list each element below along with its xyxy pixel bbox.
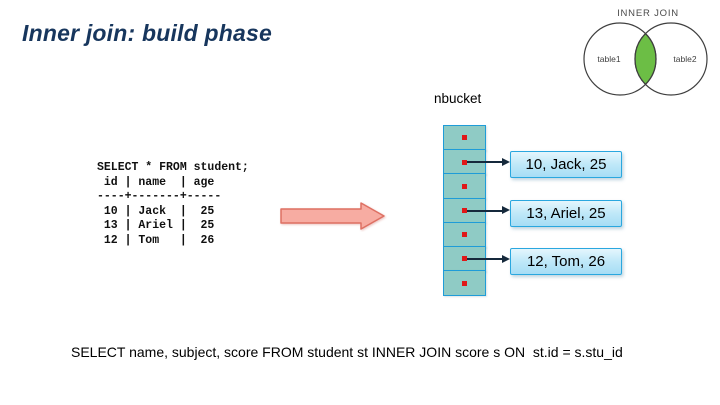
- bucket-column: [443, 125, 486, 297]
- venn-circle-table2: [634, 22, 708, 96]
- record-box: 13, Ariel, 25: [510, 200, 622, 227]
- connector-arrow-icon: [467, 157, 510, 166]
- entry-dot-icon: [462, 232, 467, 238]
- record-box: 10, Jack, 25: [510, 151, 622, 178]
- entry-dot-icon: [462, 183, 467, 189]
- entry-dot-icon: [462, 256, 467, 262]
- flow-arrow-icon: [280, 202, 385, 230]
- bucket-cell: [443, 221, 486, 248]
- student-table-listing: SELECT * FROM student; id | name | age -…: [97, 161, 249, 247]
- venn-intersection: [634, 32, 657, 86]
- bucket-cell: [443, 125, 486, 151]
- connector-arrow-icon: [467, 254, 510, 263]
- entry-dot-icon: [462, 159, 467, 165]
- entry-dot-icon: [462, 208, 467, 213]
- venn-label-table1: table1: [597, 54, 620, 64]
- bucket-label: nbucket: [434, 91, 482, 106]
- page-title: Inner join: build phase: [22, 20, 272, 46]
- venn-label-table2: table2: [673, 54, 696, 64]
- connector-arrow-icon: [467, 206, 510, 214]
- entry-dot-icon: [462, 135, 467, 141]
- bucket-cell: [443, 173, 486, 200]
- venn-circle-table1: [583, 22, 657, 96]
- inner-join-venn-diagram: INNER JOIN table1 table2: [583, 8, 708, 96]
- bucket-cell: [443, 270, 486, 297]
- bottom-query-text: SELECT name, subject, score FROM student…: [71, 344, 623, 360]
- venn-heading: INNER JOIN: [617, 8, 679, 19]
- record-box: 12, Tom, 26: [510, 248, 622, 275]
- entry-dot-icon: [462, 280, 467, 286]
